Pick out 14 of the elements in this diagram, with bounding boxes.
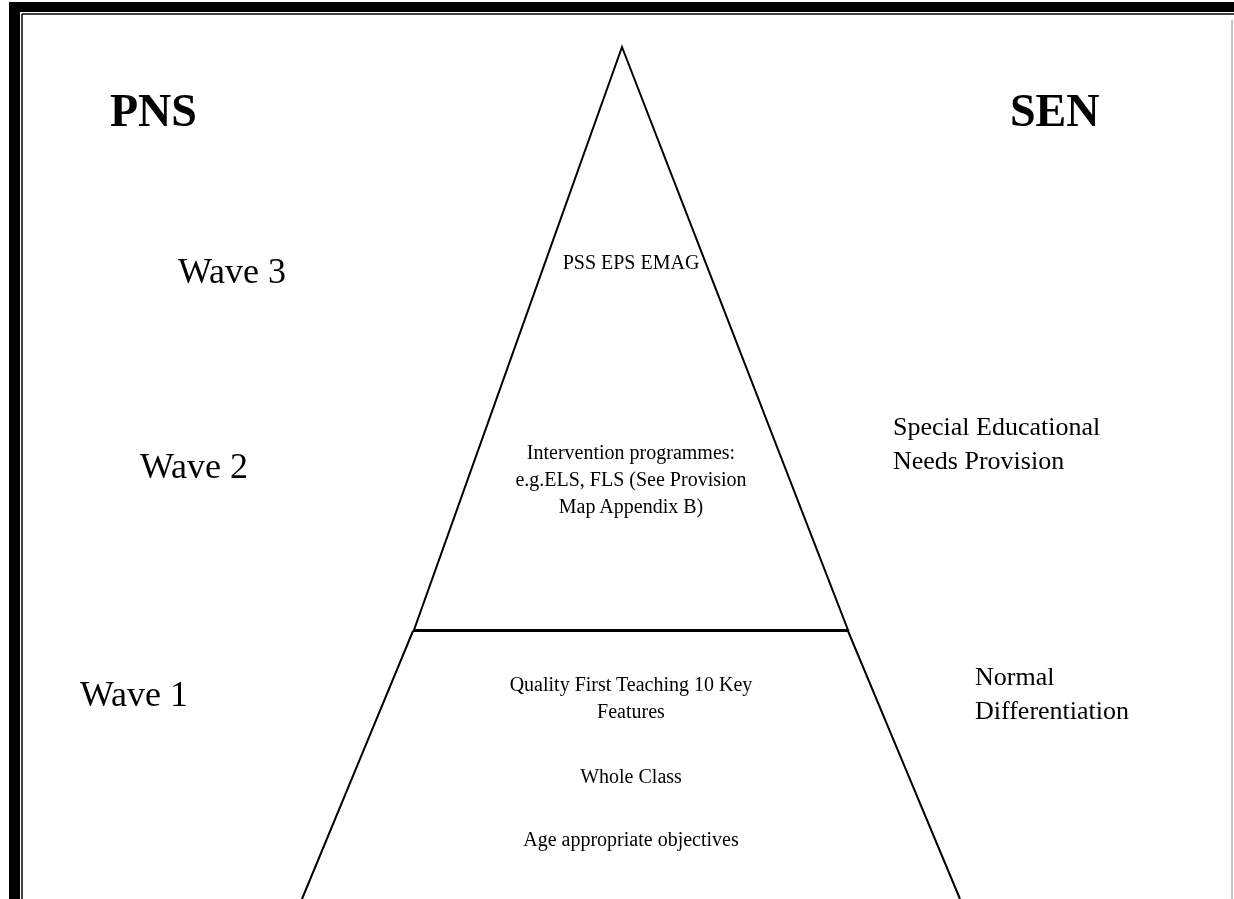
wave-label: Wave 1 (80, 673, 189, 715)
wave-label: Wave 2 (140, 445, 249, 487)
tier-text: Whole Class (579, 764, 683, 789)
pyramid-top-section (413, 46, 849, 631)
tier-text: Quality First Teaching 10 Key Features (508, 672, 754, 724)
column-heading: SEN (1010, 84, 1100, 137)
tier-text: Intervention programmes: e.g.ELS, FLS (See Provision Map Appendix B) (514, 440, 748, 520)
side-label: Special Educational Needs Provision (893, 411, 1102, 477)
column-heading: PNS (110, 84, 197, 137)
wave-label: Wave 3 (178, 250, 287, 292)
side-label: Normal Differentiation (975, 661, 1131, 727)
tier-text: PSS EPS EMAG (561, 250, 701, 275)
tier-text: Age appropriate objectives (522, 827, 740, 853)
pyramid-base-section (301, 630, 961, 899)
